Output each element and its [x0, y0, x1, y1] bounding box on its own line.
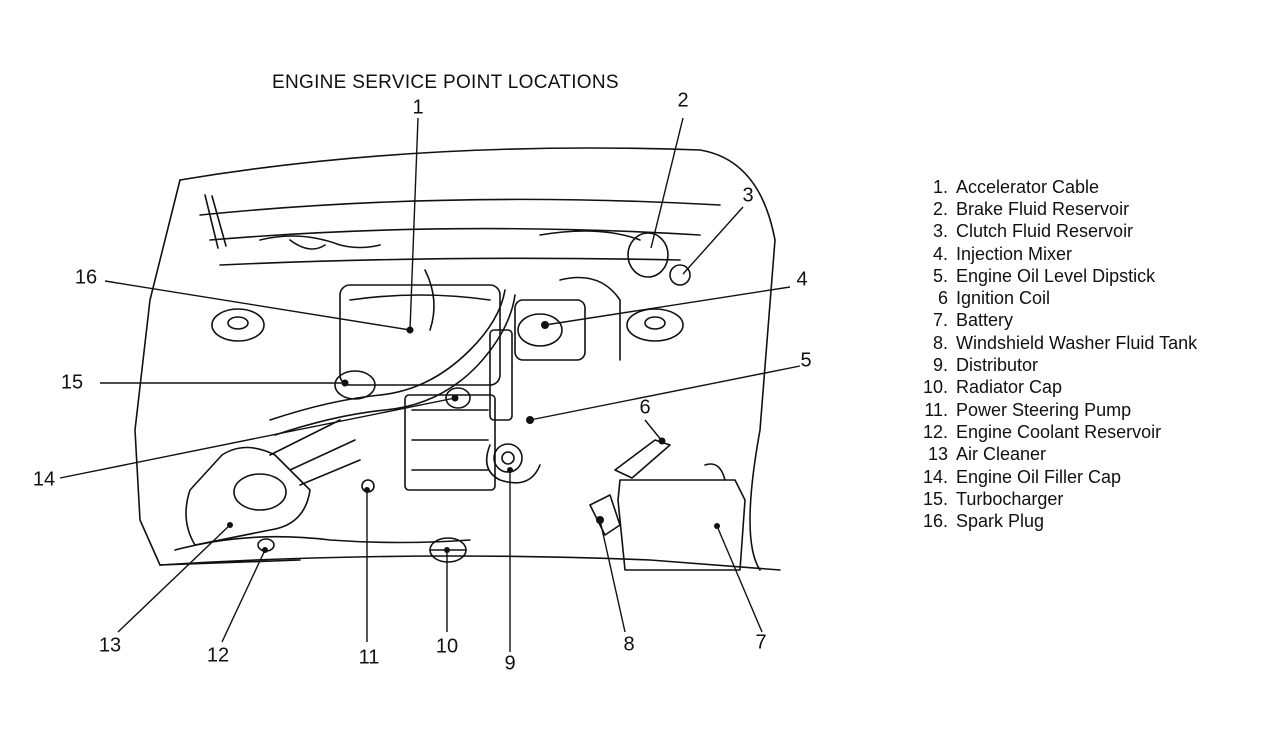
legend-label: Brake Fluid Reservoir: [956, 198, 1130, 219]
legend-label: Engine Oil Level Dipstick: [956, 265, 1156, 286]
leader-2: [650, 117, 684, 249]
leader-13: [117, 524, 231, 633]
legend-label: Injection Mixer: [956, 243, 1073, 264]
hood-opening-outline: [179, 147, 776, 571]
legend-item: 4. Injection Mixer: [918, 243, 1268, 265]
legend-number: 10.: [922, 377, 948, 398]
callout-1: 1: [412, 96, 424, 119]
legend-item: 16. Spark Plug: [918, 510, 1268, 532]
legend-number: 8.: [932, 332, 948, 353]
callout-14: 14: [32, 468, 56, 491]
callout-10: 10: [435, 635, 459, 658]
intake-hose: [269, 289, 506, 421]
legend-label: Ignition Coil: [956, 288, 1051, 309]
leader-12: [221, 549, 266, 643]
legend-label: Power Steering Pump: [956, 399, 1132, 420]
battery-outline: [617, 479, 746, 571]
legend-item: 1. Accelerator Cable: [918, 176, 1268, 198]
legend-number: 11.: [924, 399, 948, 420]
leader-7: [716, 525, 763, 633]
leader-6: [644, 419, 663, 442]
legend-label: Radiator Cap: [956, 377, 1063, 398]
legend-item: 15. Turbocharger: [918, 488, 1268, 510]
leader-4: [544, 286, 791, 326]
legend-number: 1.: [932, 176, 948, 197]
legend-number: 4.: [932, 243, 948, 264]
legend-label: Engine Oil Filler Cap: [956, 466, 1122, 487]
leader-16: [104, 280, 411, 331]
legend-item: 2. Brake Fluid Reservoir: [918, 198, 1268, 220]
legend-number: 9.: [932, 355, 948, 376]
legend-label: Battery: [956, 310, 1014, 331]
legend-item: 12. Engine Coolant Reservoir: [918, 421, 1268, 443]
legend-item: 7. Battery: [918, 310, 1268, 332]
callout-5: 5: [800, 349, 812, 372]
firewall-lower: [209, 227, 701, 241]
legend-item: 6 Ignition Coil: [918, 287, 1268, 309]
leader-1: [409, 117, 419, 331]
front-bumper-outline: [159, 555, 781, 571]
legend-label: Spark Plug: [956, 511, 1045, 532]
left-strut-tower: [211, 308, 265, 342]
callout-3: 3: [742, 184, 754, 207]
legend-label: Engine Coolant Reservoir: [956, 421, 1162, 442]
air-cleaner-body: [185, 446, 311, 546]
legend-item: 14. Engine Oil Filler Cap: [918, 466, 1268, 488]
legend-number: 7.: [932, 310, 948, 331]
diagram-title: ENGINE SERVICE POINT LOCATIONS: [272, 72, 619, 93]
callout-12: 12: [206, 644, 230, 667]
legend-number: 15.: [922, 488, 948, 509]
legend-label: Air Cleaner: [956, 444, 1047, 465]
legend-item: 11. Power Steering Pump: [918, 399, 1268, 421]
legend-number: 3.: [932, 221, 948, 242]
legend-item: 5. Engine Oil Level Dipstick: [918, 265, 1268, 287]
leader-14: [59, 397, 456, 479]
legend-number: 12.: [922, 421, 948, 442]
legend-number: 13: [927, 444, 948, 465]
callout-15: 15: [60, 371, 84, 394]
callout-4: 4: [796, 268, 808, 291]
callout-16: 16: [74, 266, 98, 289]
legend-number: 16.: [922, 511, 948, 532]
callout-13: 13: [98, 634, 122, 657]
engine-block: [404, 394, 496, 491]
callout-11: 11: [358, 646, 380, 669]
legend-label: Clutch Fluid Reservoir: [956, 221, 1134, 242]
callout-8: 8: [623, 633, 635, 656]
right-strut-tower: [626, 308, 684, 342]
legend-label: Accelerator Cable: [956, 176, 1100, 197]
legend-item: 8. Windshield Washer Fluid Tank: [918, 332, 1268, 354]
valve-cover: [339, 284, 501, 386]
callout-9: 9: [504, 652, 516, 675]
leader-5: [529, 365, 801, 421]
legend-number: 14.: [922, 466, 948, 487]
legend-item: 3. Clutch Fluid Reservoir: [918, 221, 1268, 243]
legend-label: Windshield Washer Fluid Tank: [956, 332, 1198, 353]
legend-number: 2.: [932, 198, 948, 219]
leader-8: [599, 519, 626, 633]
legend-number: 6: [937, 288, 948, 309]
legend-label: Turbocharger: [956, 488, 1064, 509]
legend-list: 1. Accelerator Cable 2. Brake Fluid Reserv…: [918, 176, 1268, 533]
legend-item: 13 Air Cleaner: [918, 444, 1268, 466]
firewall-outline: [199, 198, 721, 216]
leader-3: [682, 206, 744, 275]
callout-6: 6: [639, 396, 651, 419]
legend-number: 5.: [932, 265, 948, 286]
callout-2: 2: [677, 89, 689, 112]
legend-label: Distributor: [956, 355, 1039, 376]
legend-item: 9. Distributor: [918, 354, 1268, 376]
callout-7: 7: [755, 631, 767, 654]
legend-item: 10. Radiator Cap: [918, 377, 1268, 399]
